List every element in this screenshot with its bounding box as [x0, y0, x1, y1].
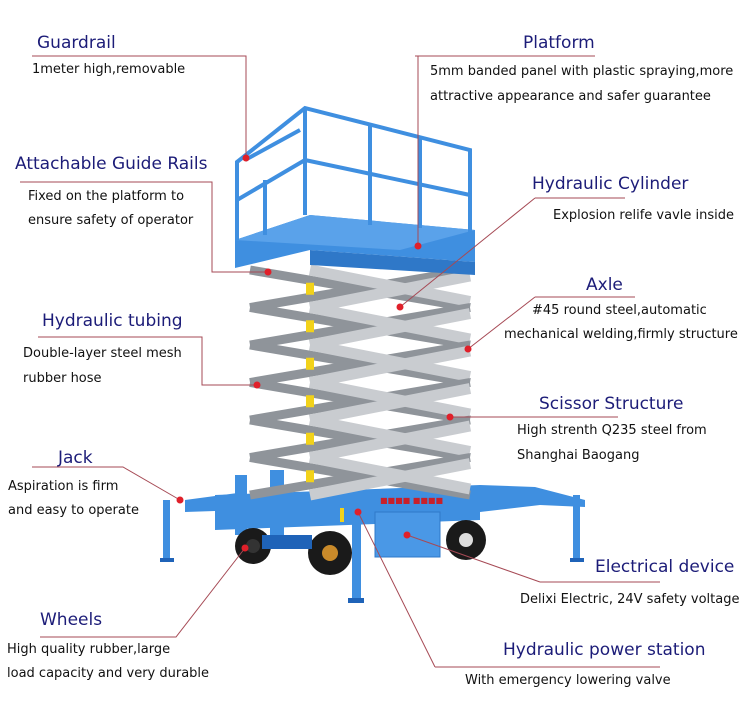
guide-rails-desc-line2: ensure safety of operator — [28, 213, 194, 228]
axle-desc-line1: #45 round steel,automatic — [532, 303, 707, 318]
scissor-arm — [308, 339, 472, 382]
scissor-arm — [308, 420, 472, 463]
marker-dots — [176, 154, 472, 552]
hydraulic-cylinder-desc: Explosion relife vavle inside — [553, 208, 735, 223]
electrical-device-title: Electrical device — [595, 557, 735, 577]
yellow-pin-block — [306, 395, 314, 408]
guardrail-frame — [235, 105, 472, 240]
leader-lines — [20, 55, 660, 668]
hydraulic-tubing-desc-line1: Double-layer steel mesh — [23, 346, 182, 361]
platform-desc-line2: attractive appearance and safer guarante… — [430, 89, 711, 104]
scissor-arm — [308, 458, 472, 501]
guardrail-title: Guardrail — [37, 33, 116, 53]
power-station-desc: With emergency lowering valve — [465, 673, 671, 688]
scissor-arm — [249, 453, 471, 500]
jack-title: Jack — [58, 448, 93, 468]
scissor-arm — [308, 264, 472, 307]
scissor-arms — [249, 264, 472, 501]
axle-desc-line2: mechanical welding,firmly structure — [504, 327, 738, 342]
wheels-desc-line2: load capacity and very durable — [7, 666, 210, 681]
wheels-desc-line1: High quality rubber,large — [7, 642, 171, 657]
yellow-pin-block — [306, 320, 314, 333]
base-chassis: ■■■■ ■■■■ — [160, 470, 585, 603]
yellow-pin-block — [306, 432, 314, 445]
chassis-label-mark: ■■■■ ■■■■ — [380, 496, 443, 505]
hydraulic-cylinder-title: Hydraulic Cylinder — [532, 174, 689, 194]
scissor-arm — [308, 302, 472, 345]
jack-desc-line2: and easy to operate — [8, 503, 139, 518]
scissor-arm — [308, 308, 472, 351]
platform-desc-line1: 5mm banded panel with plastic spraying,m… — [430, 64, 734, 79]
scissor-arm — [249, 303, 471, 350]
scissor-arm — [249, 265, 471, 312]
guide-rails-desc-line1: Fixed on the platform to — [28, 189, 185, 204]
scissor-arm — [308, 452, 472, 495]
yellow-pin-block — [306, 470, 314, 483]
guardrail-desc: 1meter high,removable — [32, 62, 186, 77]
scissor-arm — [249, 415, 471, 462]
electrical-device-desc: Delixi Electric, 24V safety voltage — [520, 592, 740, 607]
hydraulic-tubing-desc-line2: rubber hose — [23, 371, 102, 386]
platform-title: Platform — [523, 33, 595, 53]
scissor-arm — [308, 377, 472, 420]
yellow-pin-block — [306, 357, 314, 370]
scissor-arm — [308, 345, 472, 388]
scissor-structure-desc-line1: High strenth Q235 steel from — [517, 423, 707, 438]
power-station-title: Hydraulic power station — [503, 640, 706, 660]
scissor-arm — [308, 414, 472, 457]
wheels-title: Wheels — [40, 610, 103, 630]
scissor-structure-title: Scissor Structure — [539, 394, 684, 414]
guide-rails-title: Attachable Guide Rails — [15, 154, 208, 174]
scissor-arm — [249, 340, 471, 387]
yellow-pin-block — [306, 282, 314, 295]
scissor-arm — [308, 270, 472, 313]
scissor-structure-desc-line2: Shanghai Baogang — [517, 448, 640, 463]
wheels-group — [235, 520, 486, 575]
hydraulic-tubing-title: Hydraulic tubing — [42, 311, 183, 331]
jack-desc-line1: Aspiration is firm — [8, 479, 119, 494]
scissor-arm — [249, 378, 471, 425]
scissor-arm — [308, 383, 472, 426]
axle-title: Axle — [586, 275, 623, 295]
platform-deck — [235, 215, 475, 275]
